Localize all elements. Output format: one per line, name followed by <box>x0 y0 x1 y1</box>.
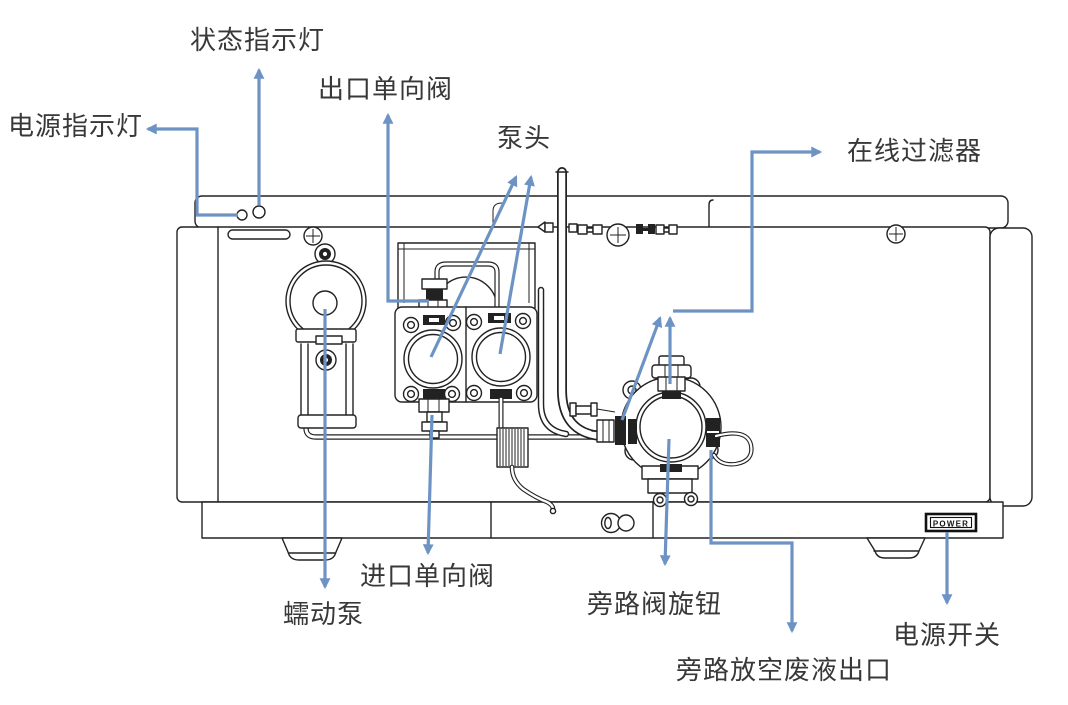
power-badge-text: POWER <box>933 520 969 529</box>
status-led-lamp <box>252 205 266 219</box>
label-outlet-check-valve: 出口单向阀 <box>318 74 454 104</box>
pump-head-assembly <box>394 242 538 439</box>
waste-tube-loop <box>711 431 754 467</box>
annotation-connectors <box>145 67 953 634</box>
connector-pump-head-left <box>429 175 518 358</box>
inlet-check-valve-part <box>418 398 450 439</box>
panel-screw-icons <box>303 223 906 247</box>
bypass-waste-fitting <box>706 418 720 447</box>
connector-power-indicator <box>145 123 238 217</box>
drain-tube <box>509 464 557 515</box>
right-side-panel <box>989 227 1033 507</box>
connector-inline-filter-main <box>673 146 823 313</box>
heat-exchanger-coil <box>496 427 529 468</box>
bypass-valve-left-fitting <box>591 416 637 445</box>
drain-port <box>600 512 635 534</box>
label-power-switch: 电源开关 <box>893 620 1002 650</box>
connector-outlet-check-valve <box>382 112 429 303</box>
connector-pump-head-right <box>498 174 535 355</box>
panel-seam <box>708 199 714 229</box>
vent-slot <box>227 229 291 240</box>
connector-bypass-valve-knob <box>659 438 671 567</box>
pump-head-left <box>403 329 463 389</box>
top-tubing-fittings <box>537 221 678 235</box>
solvent-standpipe <box>555 167 605 441</box>
pump-head-bolts <box>402 312 533 403</box>
left-foot <box>281 537 343 561</box>
label-power-indicator: 电源指示灯 <box>8 111 144 141</box>
label-inlet-check-valve: 进口单向阀 <box>360 561 496 591</box>
label-status-indicator: 状态指示灯 <box>190 25 326 55</box>
connector-inline-filter-branch-a <box>620 315 663 421</box>
tubing <box>303 286 599 440</box>
connector-inlet-check-valve <box>422 414 434 556</box>
power-badge: POWER <box>924 512 978 533</box>
pump-head-right <box>471 327 531 387</box>
right-foot <box>866 537 926 559</box>
label-inline-filter: 在线过滤器 <box>847 136 983 166</box>
label-peristaltic-pump: 蠕动泵 <box>283 599 365 629</box>
power-led-lamp <box>236 209 248 221</box>
label-pump-head: 泵头 <box>497 123 552 153</box>
label-bypass-waste-outlet: 旁路放空废液出口 <box>676 655 893 685</box>
front-panel <box>176 226 991 503</box>
inline-filter-fitting <box>569 402 616 417</box>
rear-panel <box>194 195 1009 229</box>
label-bypass-valve-knob: 旁路阀旋钮 <box>587 589 723 619</box>
panel-inner-seam <box>492 202 503 227</box>
connector-bypass-waste-outlet <box>709 450 798 634</box>
pump-device: POWER <box>176 167 1033 561</box>
